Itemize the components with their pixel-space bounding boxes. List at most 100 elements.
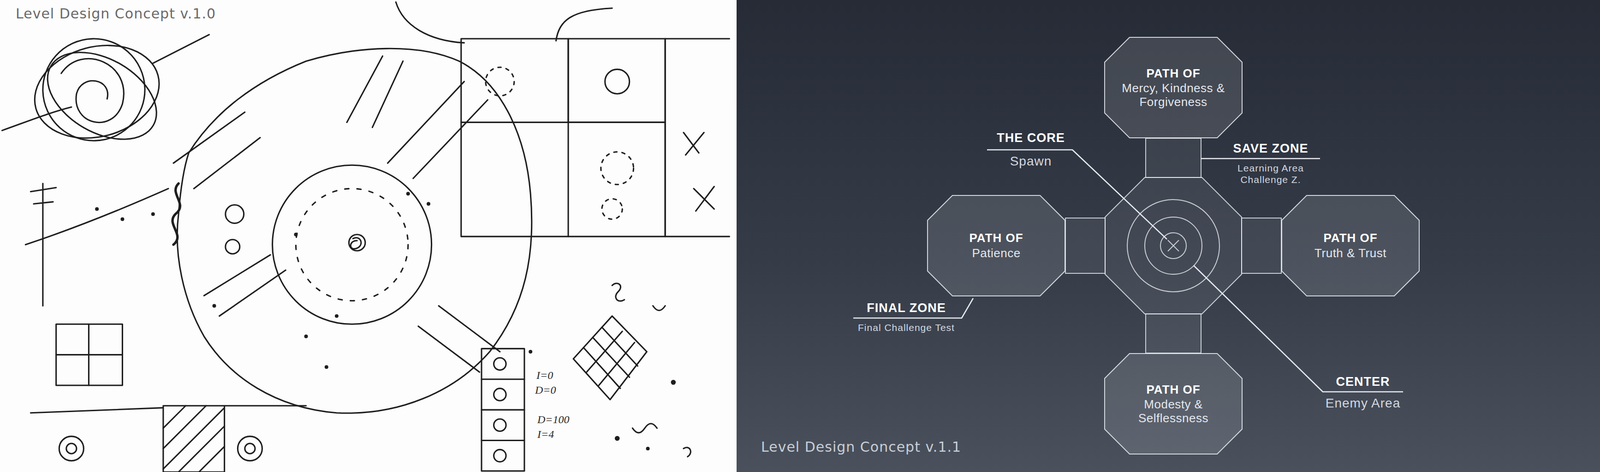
sketch-lines bbox=[272, 165, 432, 325]
sketch-lines bbox=[56, 324, 123, 386]
callout-title: FINAL ZONE bbox=[846, 300, 967, 316]
sketch-dots bbox=[120, 217, 125, 222]
sketch-lines bbox=[601, 198, 623, 220]
sketch-lines bbox=[173, 112, 286, 316]
sketch-lines bbox=[493, 388, 507, 402]
sketch-lines bbox=[493, 449, 507, 463]
callout-text: Learning Area Challenge Z. bbox=[1219, 162, 1322, 186]
sketch-lines bbox=[172, 183, 181, 245]
sketch-dots bbox=[151, 212, 155, 216]
path-heading: PATH OF bbox=[940, 231, 1052, 246]
sketch-dots bbox=[95, 207, 99, 211]
path-octagon: PATH OFTruth & Trust bbox=[1281, 195, 1420, 297]
sketch-dots bbox=[95, 191, 676, 451]
whiteboard-sketch bbox=[0, 0, 737, 472]
sketch-lines bbox=[1, 107, 72, 131]
callout-text: Final Challenge Test bbox=[855, 321, 958, 334]
sketch-dots bbox=[426, 202, 431, 206]
sketch-lines bbox=[485, 67, 515, 96]
sketch-lines bbox=[244, 443, 256, 454]
sketch-lines bbox=[28, 24, 160, 155]
sketch-lines bbox=[225, 205, 244, 224]
octagon-outline bbox=[927, 195, 1066, 297]
sketch-lines bbox=[1, 1, 730, 472]
octagon-outline bbox=[1104, 37, 1243, 138]
sketch-lines bbox=[225, 239, 240, 255]
path-heading: PATH OF bbox=[1295, 231, 1406, 246]
version-caption: Level Design Concept v.1.0 bbox=[15, 5, 256, 23]
path-virtues: Modesty & Selflessness bbox=[1118, 398, 1229, 426]
path-virtues: Truth & Trust bbox=[1295, 246, 1406, 261]
handwritten-note: D=100 bbox=[537, 413, 589, 427]
sketch-lines bbox=[30, 183, 56, 306]
sketch-lines bbox=[481, 348, 525, 471]
callout-title: THE CORE bbox=[961, 130, 1101, 146]
handwritten-note: I=4 bbox=[537, 428, 579, 442]
path-heading: PATH OF bbox=[1118, 382, 1229, 398]
sketch-lines bbox=[395, 1, 464, 43]
connector-square bbox=[1145, 138, 1202, 178]
core-rings bbox=[1167, 240, 1179, 252]
sketch-lines bbox=[605, 69, 630, 94]
sketch-lines bbox=[568, 122, 666, 237]
leader-lines bbox=[1201, 158, 1321, 160]
sketch-lines bbox=[350, 237, 362, 250]
sketch-dots bbox=[528, 350, 533, 354]
sketch-dots bbox=[324, 365, 329, 369]
callout-text: Enemy Area bbox=[1302, 395, 1423, 412]
sketch-lines bbox=[481, 379, 525, 441]
sketch-dots bbox=[304, 334, 309, 339]
sketch-lines bbox=[493, 419, 507, 432]
sketch-lines bbox=[66, 443, 77, 454]
sketch-lines bbox=[568, 38, 666, 123]
connector-square bbox=[1065, 218, 1106, 274]
sketch-lines bbox=[612, 283, 691, 458]
center-octagon bbox=[1105, 177, 1242, 315]
path-virtues: Patience bbox=[940, 246, 1052, 261]
sketch-lines bbox=[583, 327, 638, 389]
path-octagon: PATH OFMercy, Kindness & Forgiveness bbox=[1104, 36, 1243, 139]
octagon-outline bbox=[1104, 353, 1243, 455]
connector-square bbox=[1145, 314, 1202, 354]
sketch-lines bbox=[163, 405, 225, 472]
sketch-dots bbox=[334, 314, 339, 319]
path-heading: PATH OF bbox=[1118, 66, 1229, 81]
callout-title: SAVE ZONE bbox=[1210, 141, 1331, 156]
version-caption: Level Design Concept v.1.1 bbox=[761, 439, 1020, 456]
octagon-outline bbox=[1281, 195, 1420, 297]
sketch-lines bbox=[25, 188, 169, 245]
sketch-lines bbox=[573, 316, 647, 400]
sketch-lines bbox=[346, 56, 404, 128]
sketch-lines bbox=[163, 405, 225, 472]
sketch-lines bbox=[56, 324, 123, 386]
callout-title: CENTER bbox=[1307, 374, 1419, 390]
sketch-lines bbox=[153, 34, 210, 64]
sketch-lines bbox=[493, 357, 507, 371]
sketch-lines bbox=[683, 132, 714, 212]
sketch-lines bbox=[237, 436, 262, 462]
sketch-dots bbox=[646, 446, 650, 451]
handwritten-note: D=0 bbox=[535, 383, 577, 398]
path-octagon: PATH OFModesty & Selflessness bbox=[1104, 353, 1243, 455]
sketch-lines bbox=[461, 38, 569, 123]
sketch-lines bbox=[30, 405, 306, 413]
sketch-lines bbox=[59, 436, 84, 462]
connector-square bbox=[1241, 218, 1282, 274]
sketch-lines bbox=[61, 58, 125, 123]
sketch-dots bbox=[671, 380, 677, 386]
path-virtues: Mercy, Kindness & Forgiveness bbox=[1118, 81, 1229, 110]
octagon-outline bbox=[927, 195, 1065, 297]
sketch-lines bbox=[348, 234, 365, 251]
sketch-lines bbox=[177, 48, 532, 414]
sketch-dots bbox=[293, 232, 298, 237]
sketch-lines bbox=[555, 8, 613, 42]
path-octagon: PATH OFPatience bbox=[927, 195, 1066, 297]
sketch-lines bbox=[32, 34, 172, 158]
sketch-lines bbox=[295, 188, 408, 301]
handwritten-note: I=0 bbox=[536, 368, 578, 383]
sketch-lines bbox=[600, 152, 634, 185]
octagon-outline bbox=[1281, 195, 1420, 297]
sketch-lines bbox=[418, 305, 500, 373]
sketch-dots bbox=[406, 191, 411, 196]
